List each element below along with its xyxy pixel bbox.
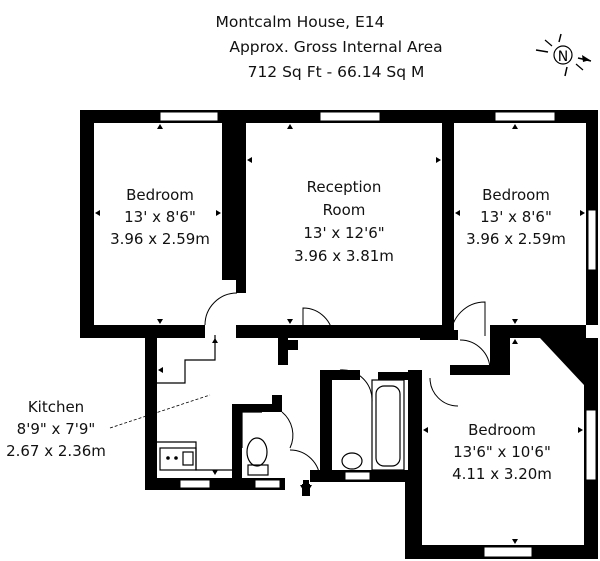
reception-name-line2: Room bbox=[323, 201, 366, 219]
bedroom-right-imperial: 13' x 8'6" bbox=[480, 208, 552, 226]
bedroom-lower-imperial: 13'6" x 10'6" bbox=[453, 443, 551, 461]
windows bbox=[159, 111, 597, 558]
walls bbox=[80, 110, 598, 559]
property-title: Montcalm House, E14 bbox=[215, 13, 384, 31]
area-label: Approx. Gross Internal Area bbox=[229, 38, 442, 56]
room-reception: Reception Room 13' x 12'6" 3.96 x 3.81m bbox=[294, 178, 394, 265]
room-bedroom-right: Bedroom 13' x 8'6" 3.96 x 2.59m bbox=[466, 186, 566, 248]
bedroom-left-imperial: 13' x 8'6" bbox=[124, 208, 196, 226]
kitchen-leader-line bbox=[109, 394, 211, 429]
bedroom-lower-name: Bedroom bbox=[468, 421, 536, 439]
kitchen-metric: 2.67 x 2.36m bbox=[6, 442, 106, 460]
kitchen-fittings bbox=[157, 335, 232, 471]
room-bedroom-left: Bedroom 13' x 8'6" 3.96 x 2.59m bbox=[110, 186, 210, 248]
reception-imperial: 13' x 12'6" bbox=[303, 224, 384, 242]
kitchen-name: Kitchen bbox=[28, 398, 84, 416]
compass-letter: N bbox=[558, 49, 568, 65]
reception-name-line1: Reception bbox=[307, 178, 382, 196]
dimension-markers bbox=[95, 124, 585, 544]
area-values: 712 Sq Ft - 66.14 Sq M bbox=[248, 63, 425, 81]
room-bedroom-lower: Bedroom 13'6" x 10'6" 4.11 x 3.20m bbox=[452, 421, 552, 483]
bedroom-lower-metric: 4.11 x 3.20m bbox=[452, 465, 552, 483]
bedroom-right-name: Bedroom bbox=[482, 186, 550, 204]
kitchen-imperial: 8'9" x 7'9" bbox=[17, 420, 96, 438]
bathroom-fittings bbox=[241, 379, 405, 476]
bedroom-right-metric: 3.96 x 2.59m bbox=[466, 230, 566, 248]
room-kitchen: Kitchen 8'9" x 7'9" 2.67 x 2.36m bbox=[6, 398, 106, 460]
entrance-arrow-icon bbox=[300, 480, 312, 496]
compass-icon: N bbox=[535, 33, 592, 77]
bedroom-left-name: Bedroom bbox=[126, 186, 194, 204]
reception-metric: 3.96 x 3.81m bbox=[294, 247, 394, 265]
bedroom-left-metric: 3.96 x 2.59m bbox=[110, 230, 210, 248]
